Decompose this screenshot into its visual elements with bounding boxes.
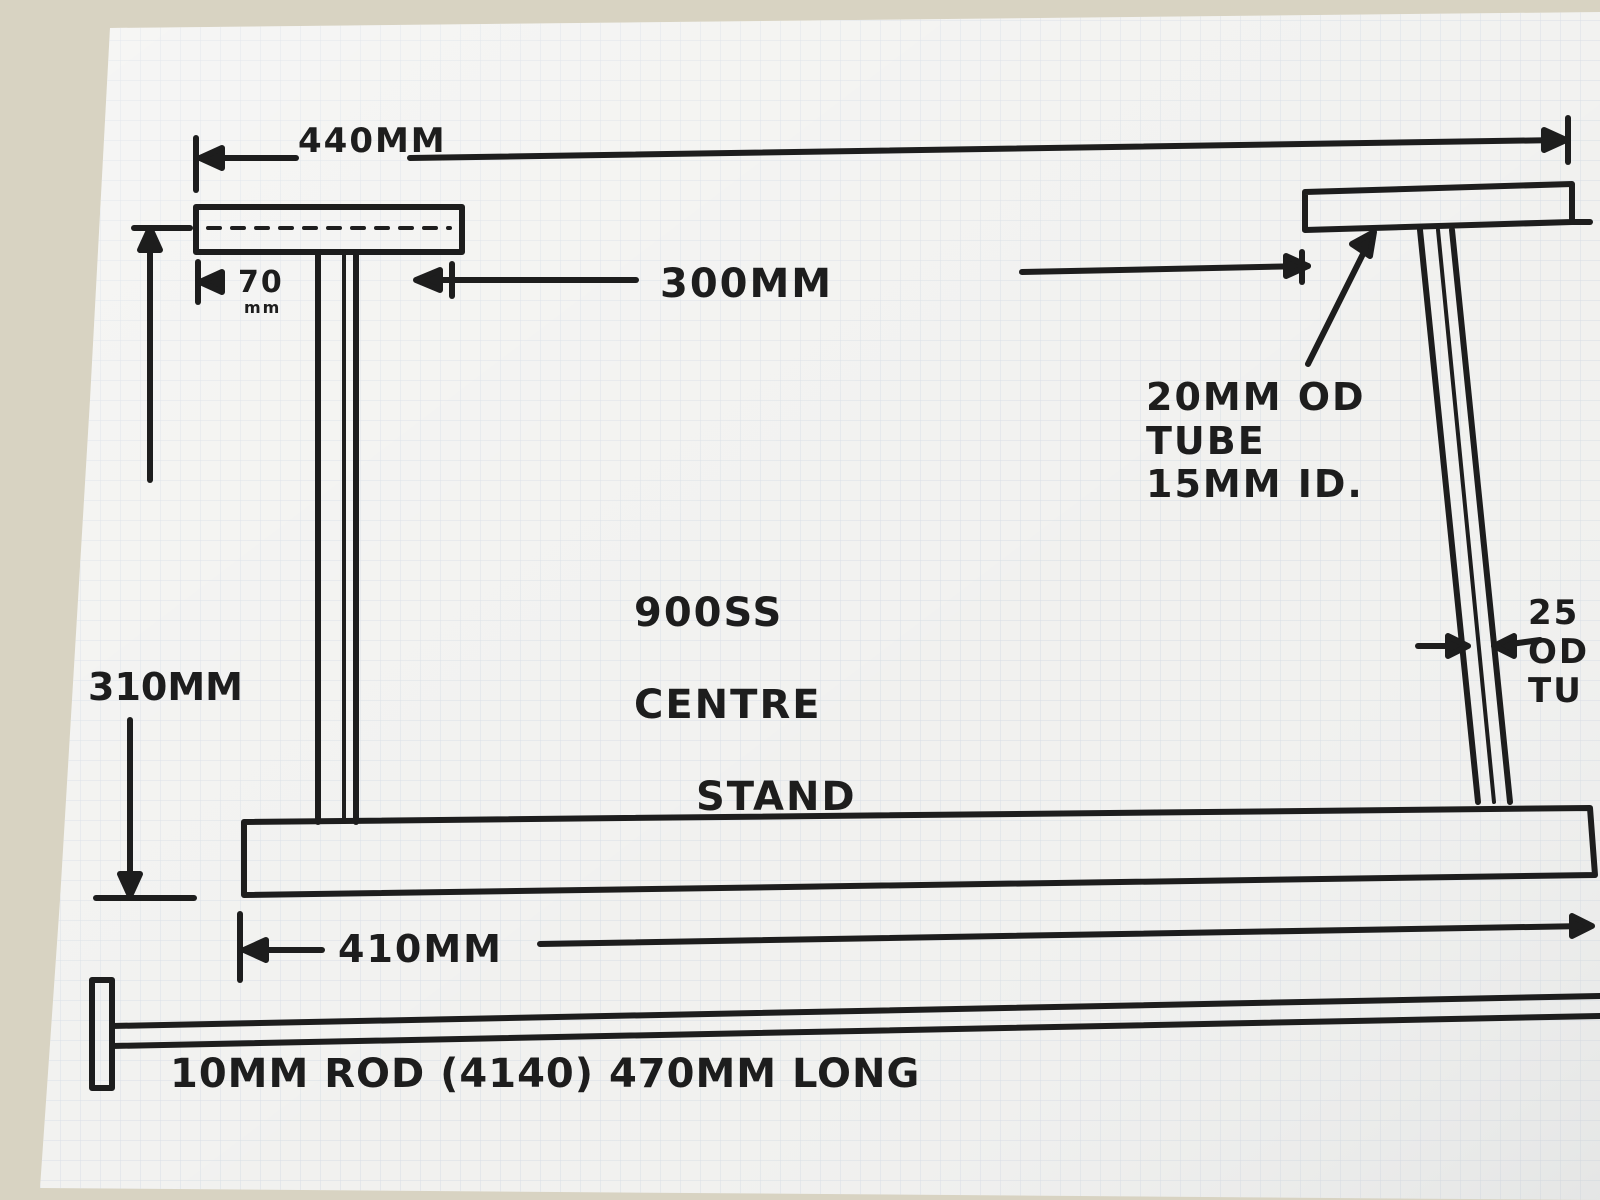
right-upright-outer [1417,227,1481,805]
small-width-label: 70 [238,265,284,300]
cross-tube-offset-label: 300MM [660,261,834,307]
small-dim-arrow [197,269,225,295]
top-dim-line-right [407,137,1563,161]
rod-body-top [109,993,1600,1029]
offset-dim-left-arrow [413,267,443,293]
small-width-unit: mm [244,298,282,317]
base-dim-line-right [537,923,1589,947]
leg-width-left-arrow [1445,633,1471,659]
top-dim-arrow-left [197,145,225,171]
top-dim-arrow-right [1541,127,1569,153]
stand-title-line-1: 900SS [634,590,784,636]
offset-dim-right-arrow [1283,253,1311,279]
tube-leader-line [1305,237,1373,367]
rod-body-bottom [109,1013,1600,1049]
offset-dim-right-line [1019,263,1311,275]
top-span-label: 440MM [298,121,447,161]
tube-top-callout: 20MM OD TUBE 15MM ID. [1146,375,1366,507]
stand-title: 900SS CENTRE STAND [634,544,857,866]
tube-leg-callout: 25 OD TU [1528,593,1590,712]
left-top-plate [193,204,465,255]
base-beam [241,805,1598,898]
right-upright-mid [1436,228,1496,804]
height-label: 310MM [88,665,243,709]
base-dim-arrow-right [1569,913,1595,939]
rod-note: 10MM ROD (4140) 470MM LONG [170,1051,921,1097]
height-dim-bottom-arrow [117,871,143,899]
base-length-label: 410MM [338,927,503,971]
stand-title-line-3: STAND [696,774,857,820]
tube-leader-arrow [1349,229,1377,259]
paper-sheen [40,12,1600,1200]
rod-end-cap [89,977,115,1091]
stand-title-line-2: CENTRE [634,682,822,728]
right-upright-inner [1449,227,1513,805]
leg-width-right-arrow [1491,633,1517,659]
